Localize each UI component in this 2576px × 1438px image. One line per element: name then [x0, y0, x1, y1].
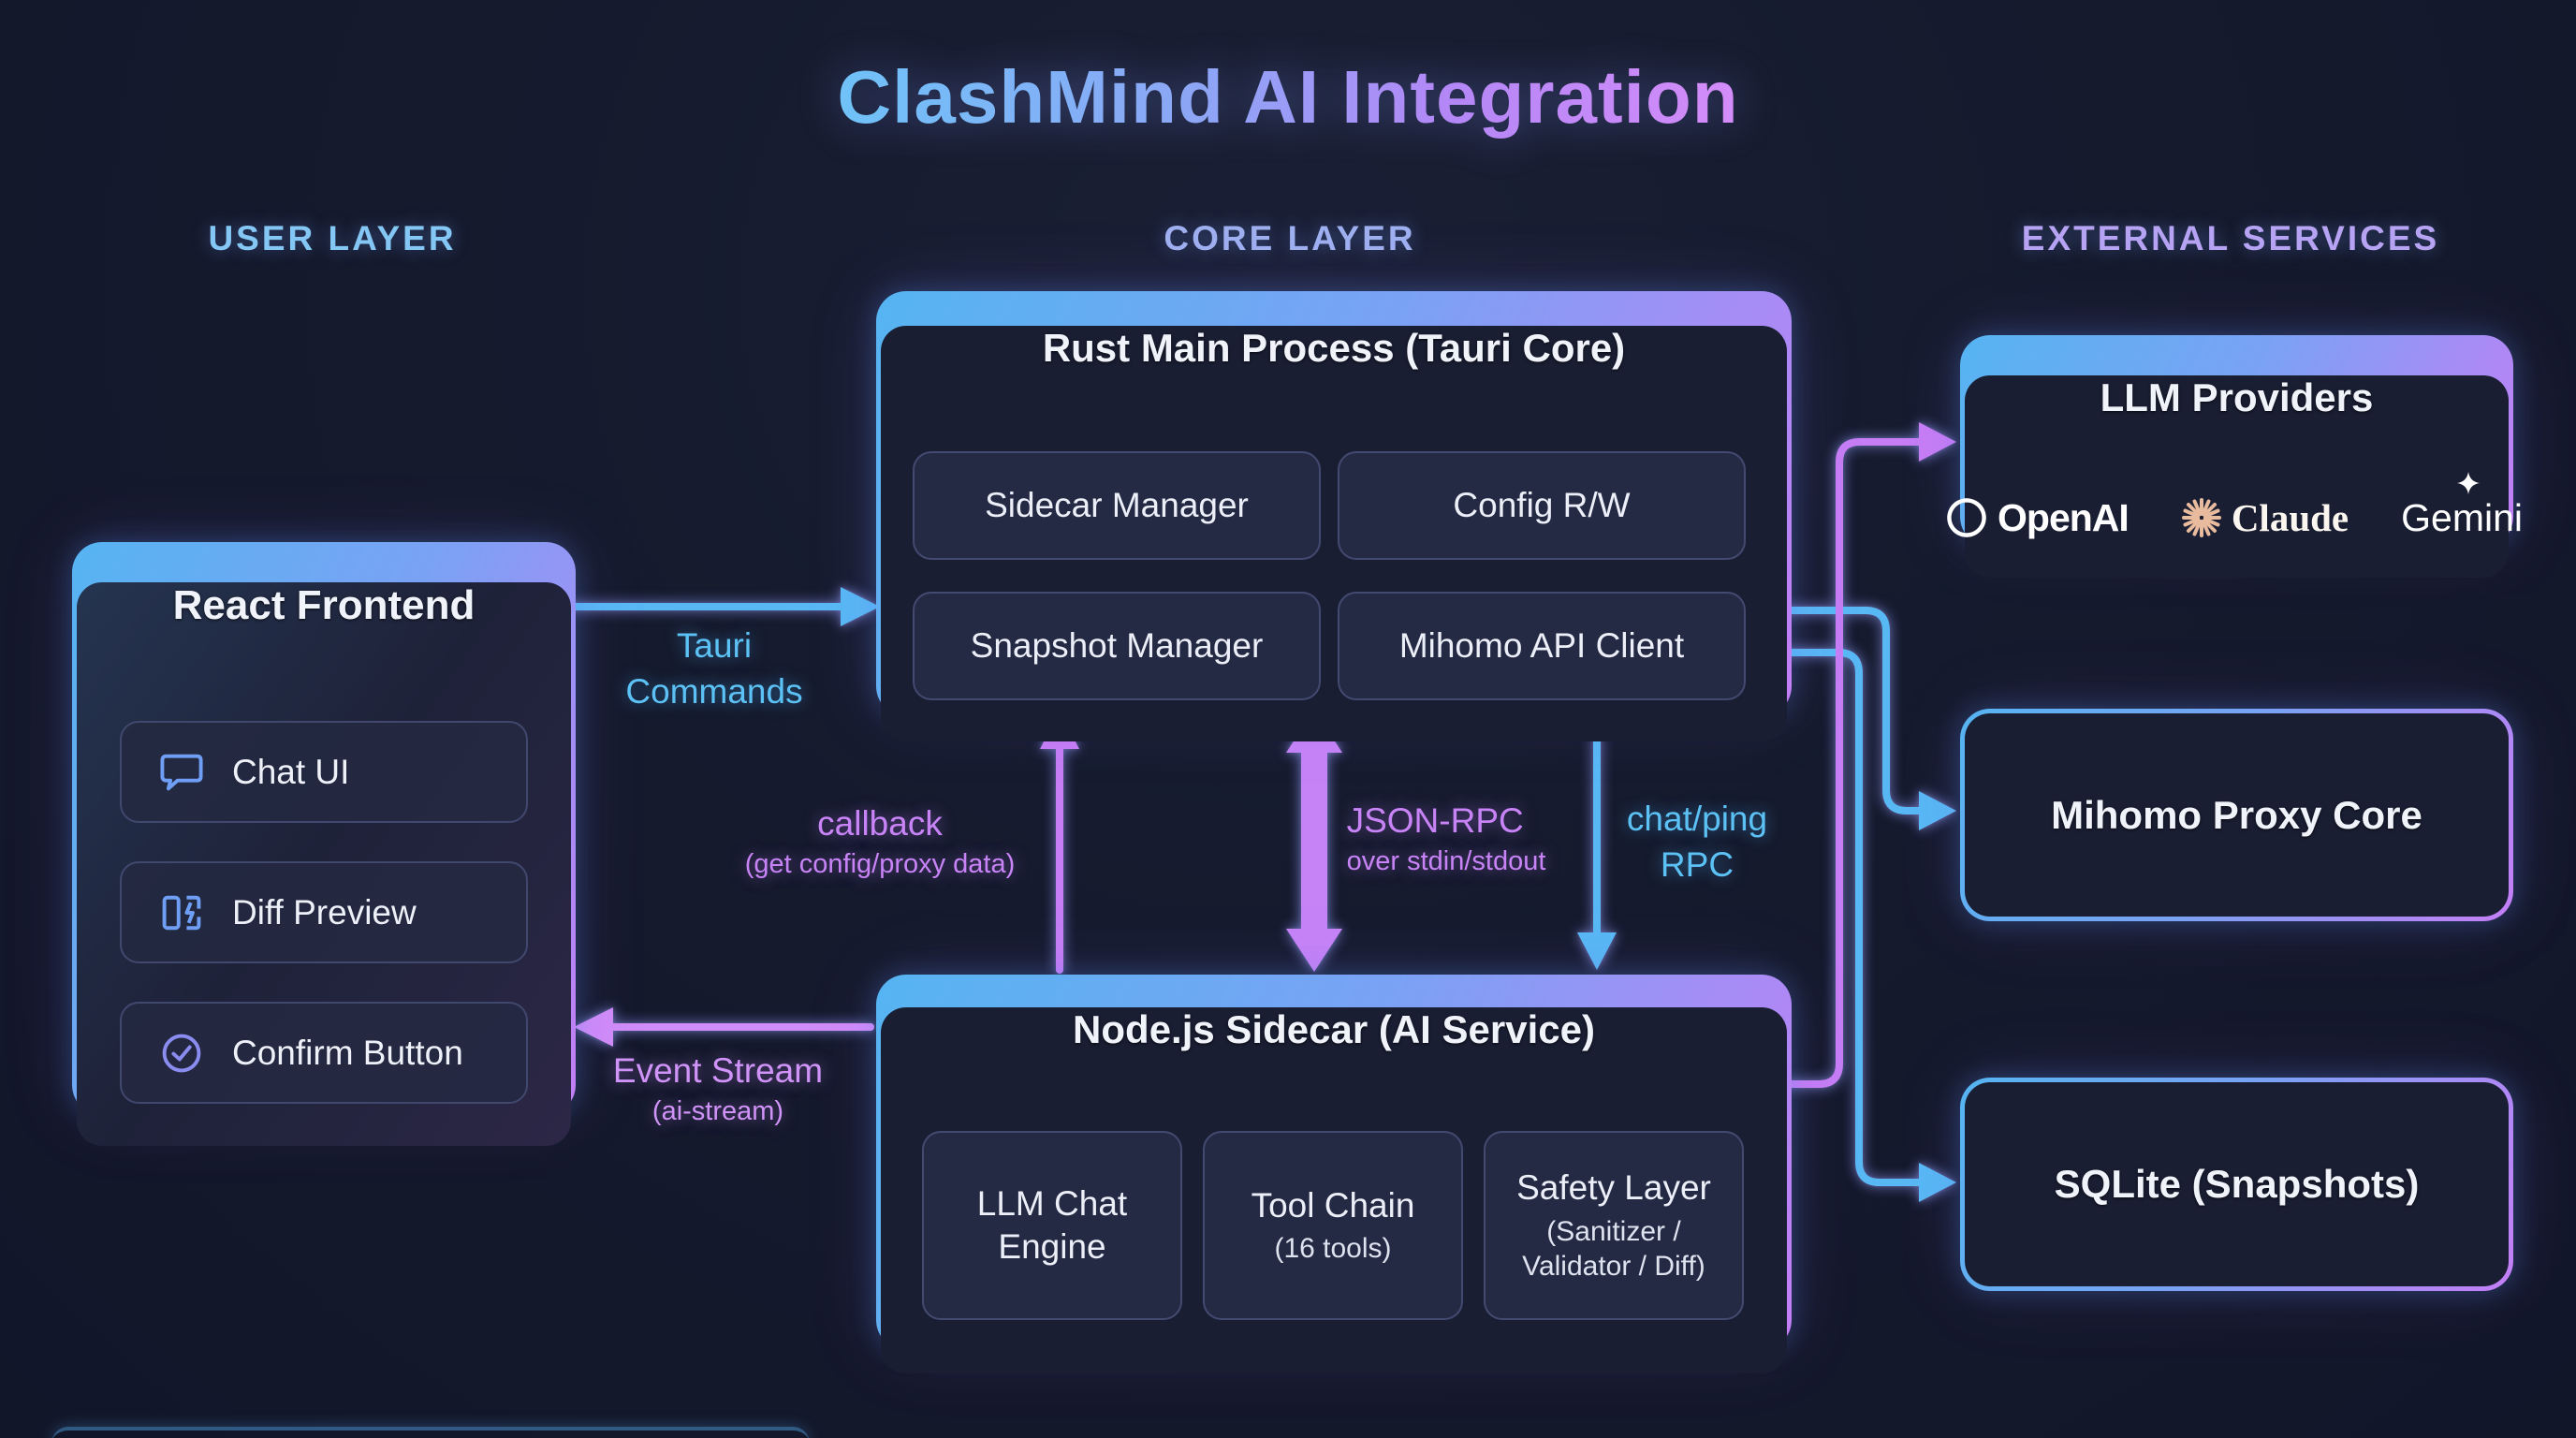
- label-line: RPC: [1660, 845, 1734, 885]
- module-llm-chat-engine: LLM Chat Engine: [922, 1131, 1182, 1320]
- module-label: Sidecar Manager: [985, 485, 1249, 524]
- module-label: Safety Layer: [1516, 1168, 1711, 1208]
- openai-logo: OpenAI: [1945, 495, 2130, 540]
- label-chat-ping: chat/ping RPC: [1627, 797, 1767, 888]
- rust-core-title: Rust Main Process (Tauri Core): [1042, 326, 1626, 370]
- openai-icon: [1947, 498, 1986, 537]
- node-sidecar-title: Node.js Sidecar (AI Service): [1073, 1007, 1595, 1051]
- claude-starburst-icon: [2181, 498, 2221, 537]
- module-config-rw: Config R/W: [1338, 451, 1746, 560]
- label-line: Tauri: [676, 626, 753, 665]
- module-label: Snapshot Manager: [970, 625, 1264, 665]
- module-tool-chain: Tool Chain (16 tools): [1203, 1131, 1463, 1320]
- module-label: Config R/W: [1453, 485, 1631, 524]
- module-label: LLM Chat Engine: [976, 1183, 1128, 1266]
- edge-event-stream: [574, 1007, 874, 1047]
- llm-providers-title: LLM Providers: [2100, 375, 2374, 419]
- sqlite-title: SQLite (Snapshots): [2054, 1162, 2420, 1206]
- frontend-item-label: Diff Preview: [232, 892, 417, 932]
- edge-chat-ping: [1577, 708, 1617, 970]
- gemini-logo: Gemini: [2401, 472, 2528, 540]
- frontend-item-chat-ui: Chat UI: [120, 721, 528, 823]
- label-json-rpc: JSON-RPC over stdin/stdout: [1347, 799, 1546, 880]
- edge-json-rpc: [1286, 710, 1342, 972]
- label-line: JSON-RPC: [1346, 801, 1524, 840]
- openai-label: OpenAI: [1998, 495, 2130, 539]
- label-line: callback: [817, 804, 943, 843]
- frontend-item-diff-preview: Diff Preview: [120, 861, 528, 963]
- module-snapshot-manager: Snapshot Manager: [913, 592, 1321, 700]
- label-line: (ai-stream): [651, 1096, 784, 1127]
- module-sidecar-manager: Sidecar Manager: [913, 451, 1321, 560]
- claude-label: Claude: [2231, 496, 2349, 539]
- check-circle-icon: [162, 1034, 201, 1072]
- layer-header-user: USER LAYER: [208, 219, 457, 257]
- module-mihomo-api-client: Mihomo API Client: [1338, 592, 1746, 700]
- label-line: (get config/proxy data): [744, 849, 1016, 880]
- module-label: Tool Chain: [1251, 1186, 1415, 1225]
- label-callback: callback (get config/proxy data): [745, 801, 1016, 883]
- mihomo-proxy-title: Mihomo Proxy Core: [2051, 792, 2422, 837]
- label-line: Event Stream: [612, 1051, 824, 1090]
- react-frontend-title: React Frontend: [172, 582, 476, 628]
- llm-provider-logos: OpenAI: [1947, 472, 2523, 540]
- cutoff-box-fragment: [51, 1427, 810, 1438]
- module-label: Mihomo API Client: [1398, 625, 1685, 665]
- layer-header-external: EXTERNAL SERVICES: [2021, 219, 2440, 257]
- layer-header-core: CORE LAYER: [1164, 219, 1416, 257]
- label-line: Commands: [625, 672, 803, 712]
- module-sublabel: (Sanitizer / Validator / Diff): [1522, 1215, 1705, 1283]
- node-sidecar-box: Node.js Sidecar (AI Service) LLM Chat En…: [876, 975, 1792, 1373]
- llm-providers-box: LLM Providers OpenAI: [1947, 335, 2523, 578]
- chat-bubble-icon: [160, 754, 203, 790]
- label-event-stream: Event Stream (ai-stream): [613, 1049, 823, 1130]
- rust-core-box: Rust Main Process (Tauri Core) Sidecar M…: [876, 291, 1792, 741]
- claude-logo: Claude: [2181, 495, 2349, 540]
- edge-callback: [1040, 712, 1079, 974]
- edge-rust-sqlite: [1780, 649, 1956, 1202]
- gemini-label: Gemini: [2401, 495, 2523, 539]
- label-line: over stdin/stdout: [1346, 846, 1546, 877]
- module-safety-layer: Safety Layer (Sanitizer / Validator / Di…: [1484, 1131, 1744, 1320]
- edge-tauri-commands: [567, 587, 880, 626]
- frontend-item-label: Chat UI: [232, 752, 350, 791]
- label-line: chat/ping: [1626, 800, 1768, 838]
- react-frontend-box: React Frontend Chat UI Diff Preview: [72, 542, 576, 1146]
- edge-rust-mihomo: [1780, 607, 1956, 830]
- mihomo-proxy-box: Mihomo Proxy Core: [1960, 709, 2513, 921]
- sqlite-box: SQLite (Snapshots): [1960, 1078, 2513, 1291]
- edge-node-llm: [1780, 422, 1956, 1088]
- page-title: ClashMind AI Integration: [837, 55, 1739, 139]
- diff-columns-icon: [162, 895, 201, 930]
- frontend-item-confirm-button: Confirm Button: [120, 1002, 528, 1104]
- frontend-item-label: Confirm Button: [232, 1033, 463, 1072]
- label-tauri-commands: Tauri Commands: [625, 624, 802, 715]
- module-sublabel: (16 tools): [1274, 1233, 1392, 1265]
- gemini-sparkle-icon: [2457, 472, 2480, 494]
